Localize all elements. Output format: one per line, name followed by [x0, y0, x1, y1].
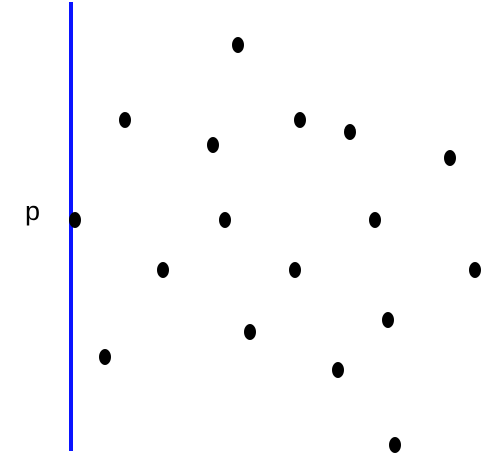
point-7: [69, 212, 81, 228]
point-11: [289, 262, 301, 278]
point-2: [119, 112, 131, 128]
point-8: [219, 212, 231, 228]
point-3: [294, 112, 306, 128]
point-1: [232, 37, 244, 53]
point-6: [444, 150, 456, 166]
point-5: [207, 137, 219, 153]
point-12: [469, 262, 481, 278]
line-label-p: p: [25, 196, 40, 226]
point-15: [99, 349, 111, 365]
points-group: [69, 37, 481, 453]
point-16: [332, 362, 344, 378]
point-14: [244, 324, 256, 340]
point-9: [369, 212, 381, 228]
point-17: [389, 437, 401, 453]
point-4: [344, 124, 356, 140]
point-13: [382, 312, 394, 328]
point-10: [157, 262, 169, 278]
